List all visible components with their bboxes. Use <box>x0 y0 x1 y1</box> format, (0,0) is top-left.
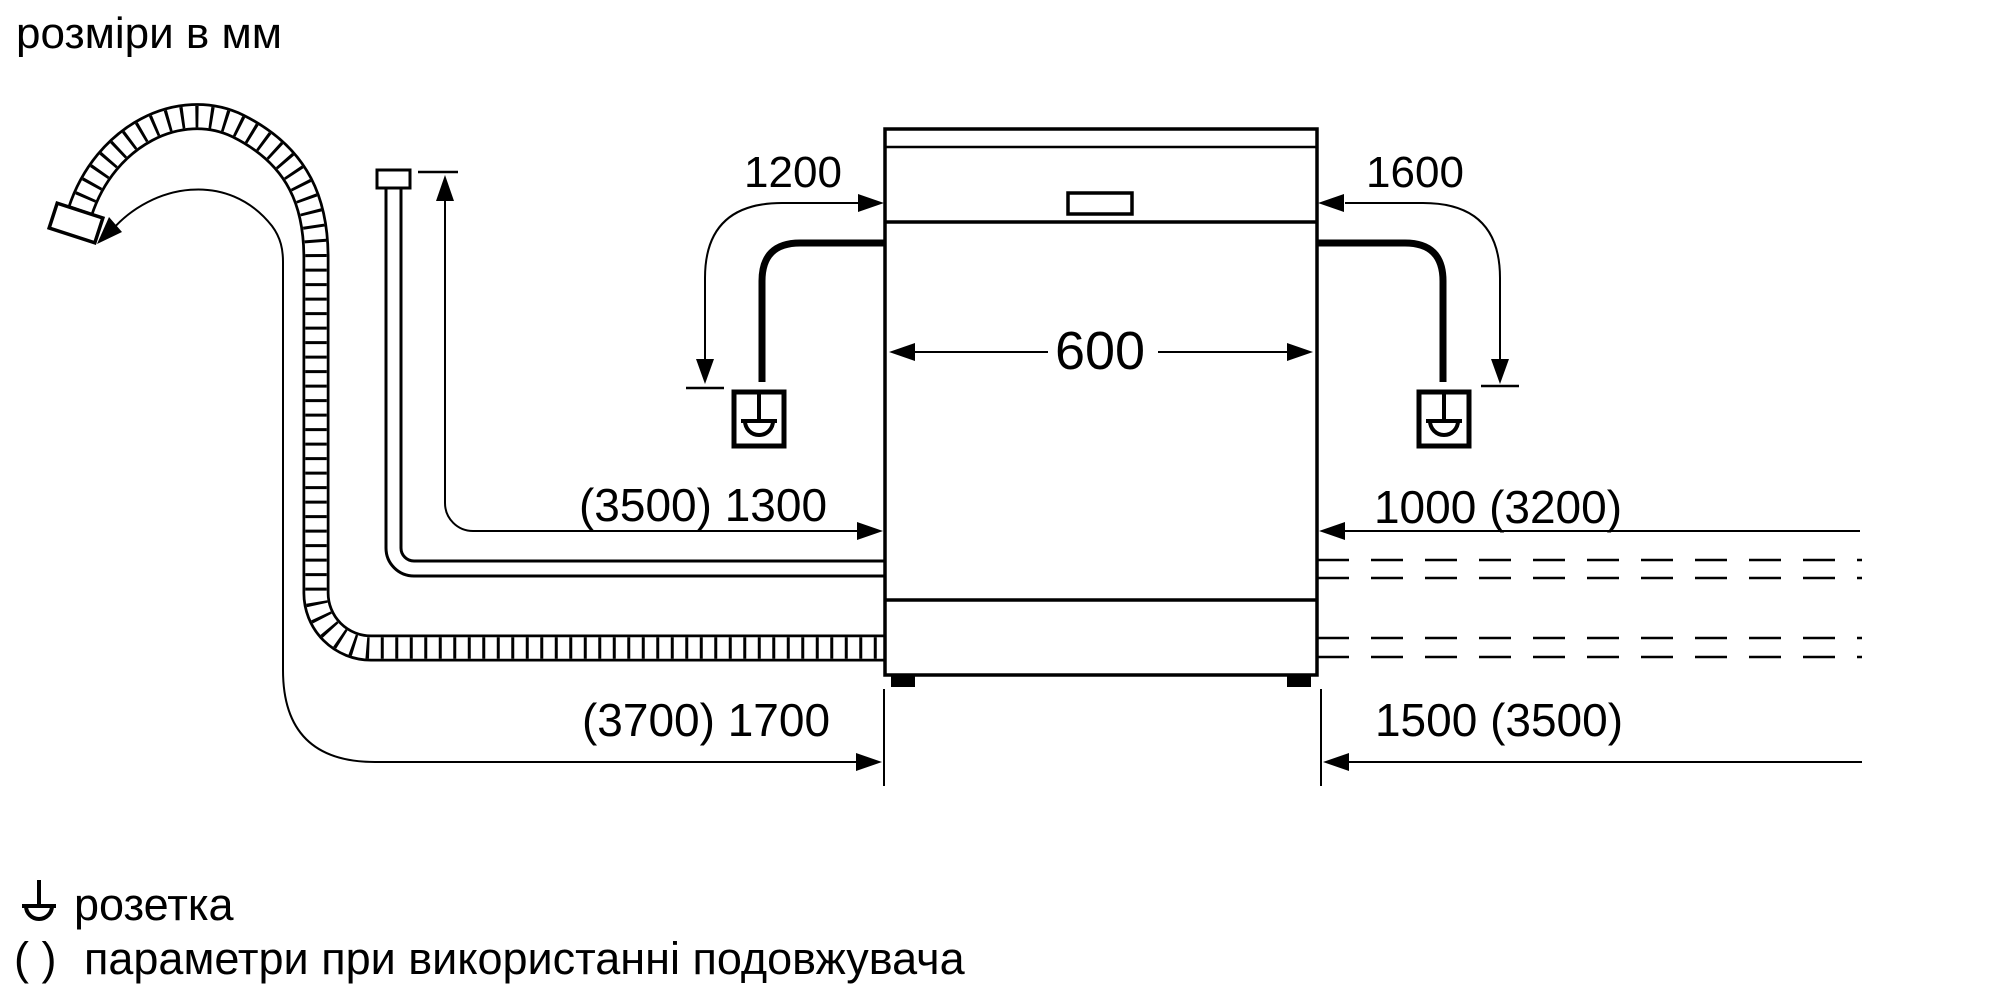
appliance-outline <box>883 127 1319 677</box>
socket-icon-right <box>1416 389 1472 449</box>
supply-hose-outer-line <box>384 188 886 578</box>
label-appliance-width: 600 <box>1055 321 1145 381</box>
arrowhead <box>1323 753 1349 771</box>
label-right-drain: 1500 (3500) <box>1375 694 1623 746</box>
label-right-socket-height: 1600 <box>1366 148 1464 197</box>
arrowhead <box>1287 343 1313 361</box>
arrowhead <box>97 217 122 244</box>
legend-socket-label: розетка <box>74 879 234 930</box>
arrowhead <box>856 753 882 771</box>
label-left-socket-height: 1200 <box>744 148 842 197</box>
display-window <box>1066 191 1134 216</box>
arrowhead <box>857 522 883 540</box>
arrowhead <box>696 359 714 384</box>
tap-connector <box>375 168 412 190</box>
supply-hose-inner-line <box>399 188 886 563</box>
dim-appliance-width <box>889 343 1313 361</box>
dim-right-drain <box>1323 753 1862 771</box>
drain-hose-ribs <box>69 106 886 659</box>
dim-supply-hose <box>418 170 883 540</box>
page-title: розміри в мм <box>16 9 282 58</box>
dim-drain-hose <box>97 188 882 771</box>
arrowhead <box>436 175 454 201</box>
supply-hose <box>375 168 886 578</box>
arrowhead <box>858 194 884 212</box>
socket-icon-left <box>731 389 787 449</box>
label-right-supply: 1000 (3200) <box>1374 481 1622 533</box>
foot-left <box>891 675 915 687</box>
power-cable-right <box>1316 239 1447 382</box>
legend-socket-icon <box>22 880 56 921</box>
legend-parentheses-symbol: ( ) <box>14 933 56 984</box>
dim-right-supply <box>1319 522 1860 540</box>
foot-right <box>1287 675 1311 687</box>
hose-extensions-right <box>1317 558 1862 659</box>
arrowhead <box>1318 194 1344 212</box>
dim-left-socket-height <box>686 194 884 390</box>
drain-hose <box>46 103 886 662</box>
arrowhead <box>889 343 915 361</box>
arrowhead <box>1491 359 1509 384</box>
label-supply-hose: (3500) 1300 <box>579 479 827 531</box>
legend: розетка ( ) параметри при використанні п… <box>14 879 966 984</box>
arrowhead <box>1319 522 1345 540</box>
dim-right-socket-height <box>1318 194 1519 388</box>
legend-extension-note: параметри при використанні подовжувача <box>84 933 966 984</box>
appliance <box>883 127 1319 687</box>
power-cable-left <box>758 239 886 382</box>
drain-hose-end-cap <box>46 201 106 245</box>
label-drain-hose: (3700) 1700 <box>582 694 830 746</box>
